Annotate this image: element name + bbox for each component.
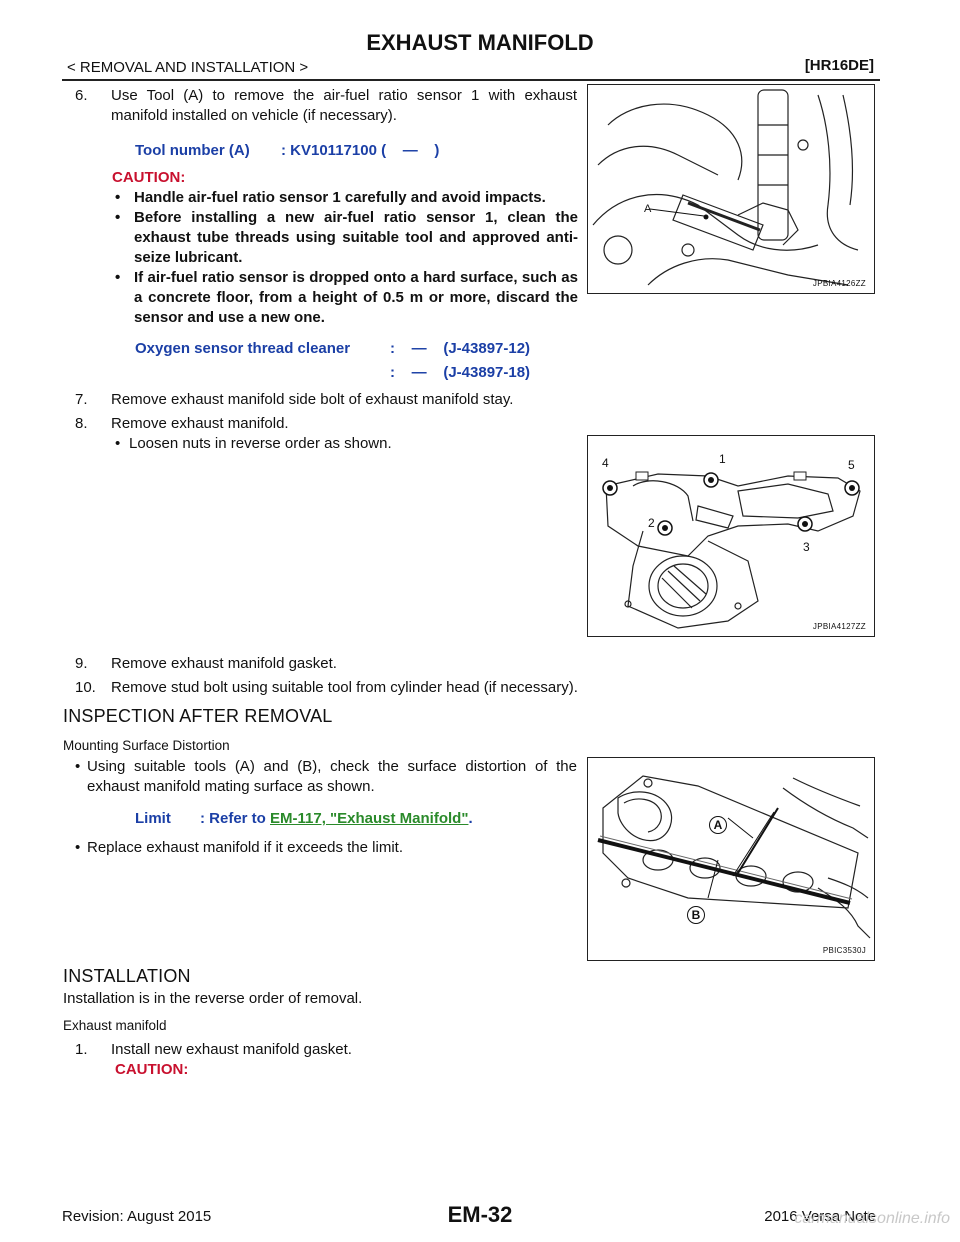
- subheading-mounting-surface: Mounting Surface Distortion: [63, 738, 230, 753]
- nut-label-4: 4: [602, 456, 609, 470]
- caution-item: • Before installing a new air-fuel ratio…: [115, 209, 578, 266]
- figure-nut-order: 4 1 5 2 3 JPBIA4127ZZ: [587, 435, 875, 637]
- installation-intro: Installation is in the reverse order of …: [63, 990, 363, 1007]
- section-heading-inspection: INSPECTION AFTER REMOVAL: [63, 706, 333, 726]
- page-number: EM-32: [447, 1202, 513, 1227]
- step-8: 8. Remove exhaust manifold. • Loosen nut…: [75, 414, 555, 454]
- limit-label: Limit: [135, 810, 171, 827]
- step-6: 6. Use Tool (A) to remove the air-fuel r…: [75, 86, 577, 126]
- step-number: 1.: [75, 1041, 88, 1058]
- callout-b: B: [687, 906, 705, 924]
- caution-label: CAUTION:: [115, 1061, 189, 1078]
- callout-a: A: [709, 816, 727, 834]
- header-divider: [62, 79, 880, 81]
- sensor-removal-illustration: [592, 89, 859, 286]
- bullet: •: [115, 189, 121, 206]
- caution-item: • Handle air-fuel ratio sensor 1 careful…: [115, 189, 546, 206]
- step-text: Remove exhaust manifold.: [111, 415, 289, 432]
- step-7: 7. Remove exhaust manifold side bolt of …: [75, 390, 595, 410]
- install-step-1: 1. Install new exhaust manifold gasket. …: [75, 1040, 555, 1080]
- nut-label-1: 1: [719, 452, 726, 466]
- caution-block: CAUTION: • Handle air-fuel ratio sensor …: [112, 168, 578, 328]
- nut-label-2: 2: [648, 516, 655, 530]
- engine-code: [HR16DE]: [804, 57, 874, 74]
- bullet: •: [75, 839, 81, 856]
- page-title: EXHAUST MANIFOLD: [366, 30, 594, 55]
- subheading-exhaust-manifold: Exhaust manifold: [63, 1018, 167, 1033]
- step-bullet: • Loosen nuts in reverse order as shown.: [115, 435, 392, 452]
- surface-distortion-check-illustration: [597, 775, 871, 939]
- limit-reference-link[interactable]: EM-117, "Exhaust Manifold": [270, 810, 469, 827]
- step-number: 10.: [75, 679, 96, 696]
- callout-a: A: [644, 203, 652, 215]
- nut-loosening-order-illustration: [602, 471, 861, 629]
- section-heading-installation: INSTALLATION: [63, 966, 191, 986]
- figure-surface-distortion: A B PBIC3530J: [587, 757, 875, 961]
- inspection-bullet-1: • Using suitable tools (A) and (B), chec…: [75, 758, 577, 795]
- vehicle-model: 2016 Versa Note: [764, 1208, 876, 1225]
- figure-code: JPBIA4127ZZ: [812, 622, 866, 631]
- step-9: 9. Remove exhaust manifold gasket.: [75, 654, 595, 674]
- revision-date: Revision: August 2015: [62, 1208, 212, 1225]
- figure-air-fuel-sensor: A JPBIA4126ZZ: [587, 84, 875, 294]
- caution-label: CAUTION:: [112, 169, 186, 186]
- bullet: •: [75, 758, 81, 775]
- limit-value: : Refer to EM-117, "Exhaust Manifold".: [200, 810, 473, 827]
- step-number: 9.: [75, 655, 88, 672]
- bullet: •: [115, 269, 121, 286]
- cleaner-value-1: : — (J-43897-12): [390, 340, 531, 357]
- step-text: Remove exhaust manifold gasket.: [111, 655, 337, 672]
- breadcrumb: < REMOVAL AND INSTALLATION >: [67, 59, 309, 76]
- bullet: •: [115, 435, 121, 452]
- step-text: Install new exhaust manifold gasket.: [111, 1041, 352, 1058]
- step-text: Remove exhaust manifold side bolt of exh…: [111, 391, 514, 408]
- caution-item: • If air-fuel ratio sensor is dropped on…: [115, 269, 578, 326]
- step-number: 7.: [75, 391, 88, 408]
- step-text: Remove stud bolt using suitable tool fro…: [111, 679, 578, 696]
- nut-label-5: 5: [848, 458, 855, 472]
- tool-number-value: : KV10117100 ( — ): [281, 142, 440, 159]
- nut-label-3: 3: [803, 540, 810, 554]
- cleaner-value-2: : — (J-43897-18): [390, 364, 531, 381]
- site-watermark: carmanualsonline.info: [794, 1210, 950, 1227]
- figure-code: PBIC3530J: [822, 946, 866, 955]
- bullet: •: [115, 209, 121, 226]
- figure-code: JPBIA4126ZZ: [812, 279, 866, 288]
- step-10: 10. Remove stud bolt using suitable tool…: [75, 678, 695, 698]
- tool-number-label: Tool number (A): [135, 142, 250, 159]
- step-number: 6.: [75, 87, 88, 104]
- step-number: 8.: [75, 415, 88, 432]
- cleaner-label: Oxygen sensor thread cleaner: [135, 340, 351, 357]
- inspection-bullet-2: • Replace exhaust manifold if it exceeds…: [75, 839, 403, 856]
- step-text: Use Tool (A) to remove the air-fuel rati…: [111, 87, 577, 124]
